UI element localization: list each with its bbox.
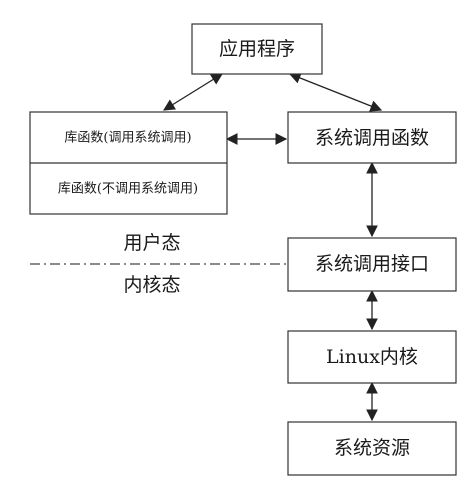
node-library-functions: 库函数(调用系统调用) 库函数(不调用系统调用) <box>29 111 228 215</box>
node-syscall-function: 系统调用函数 <box>287 111 457 164</box>
node-syscall-interface-label: 系统调用接口 <box>315 253 429 275</box>
node-system-resources-label: 系统资源 <box>334 437 410 459</box>
node-syscall-function-label: 系统调用函数 <box>315 127 429 149</box>
kernel-mode-label: 内核态 <box>123 274 180 296</box>
node-library-no-syscall-label: 库函数(不调用系统调用) <box>58 181 198 197</box>
node-library-syscall-label: 库函数(调用系统调用) <box>64 130 191 146</box>
edge-app-to-library <box>163 73 223 111</box>
node-application-label: 应用程序 <box>219 38 295 60</box>
node-system-resources: 系统资源 <box>287 421 457 476</box>
node-syscall-interface: 系统调用接口 <box>287 237 457 292</box>
user-mode-label: 用户态 <box>123 232 180 254</box>
node-linux-kernel-label: Linux内核 <box>326 346 418 368</box>
edge-app-to-syscall-function <box>288 72 383 112</box>
node-linux-kernel: Linux内核 <box>287 330 457 384</box>
node-application: 应用程序 <box>191 23 323 75</box>
